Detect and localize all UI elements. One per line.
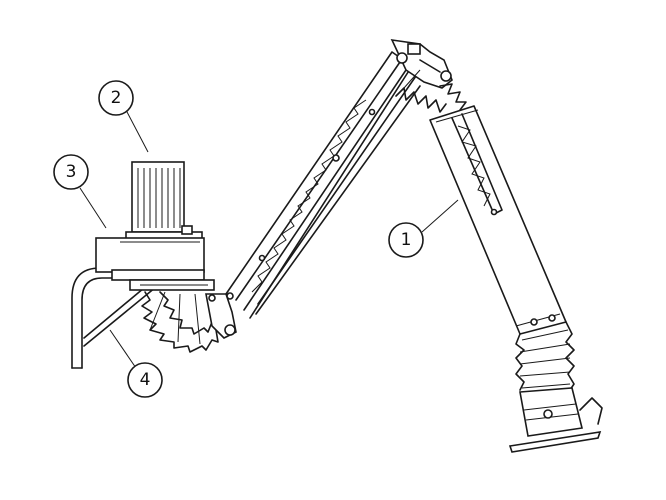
lower-joint [205, 292, 237, 339]
nozzle-bellows [515, 321, 575, 391]
top-bellows [395, 69, 467, 113]
base-bellows [141, 291, 219, 353]
callout-2: 2 [98, 80, 134, 116]
callout-4: 4 [127, 362, 163, 398]
callout-4-label: 4 [140, 370, 151, 390]
top-elbow [390, 38, 453, 89]
callout-2-label: 2 [111, 88, 122, 108]
mounting-flange [129, 279, 215, 291]
fan-housing [95, 237, 205, 281]
outer-arm [429, 105, 567, 335]
capture-hood [508, 387, 603, 453]
callout-1-label: 1 [401, 230, 412, 250]
fan-motor [125, 161, 203, 243]
inner-arm-zigzag [251, 99, 367, 293]
motor-fins [137, 168, 181, 228]
leader-lines [79, 109, 459, 369]
outer-arm-rail [451, 113, 503, 216]
callout-1: 1 [388, 222, 424, 258]
inner-arm [225, 51, 421, 319]
callout-3: 3 [53, 154, 89, 190]
callout-3-label: 3 [66, 162, 77, 182]
